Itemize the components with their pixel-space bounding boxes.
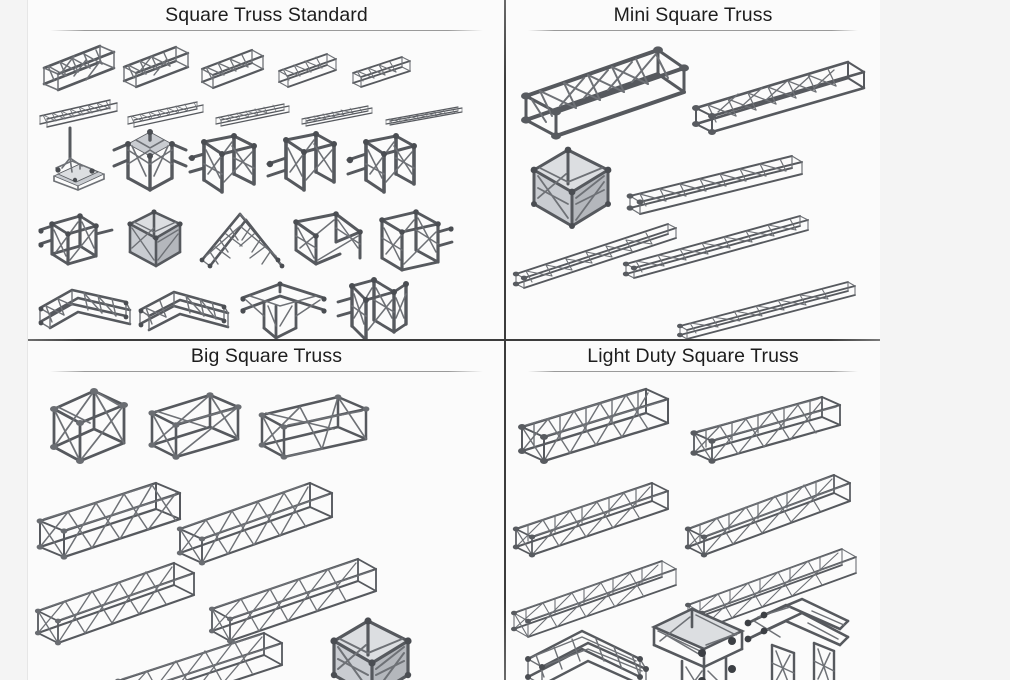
product-thumb[interactable] bbox=[188, 120, 268, 200]
product-thumb[interactable] bbox=[372, 204, 454, 274]
product-thumb[interactable] bbox=[344, 120, 426, 200]
product-thumb[interactable] bbox=[508, 210, 690, 296]
left-panel-edge bbox=[27, 0, 28, 680]
product-thumb[interactable] bbox=[672, 270, 872, 340]
product-thumb[interactable] bbox=[336, 272, 422, 340]
product-thumb[interactable] bbox=[318, 611, 422, 680]
panel-product-stage bbox=[28, 32, 505, 340]
product-thumb[interactable] bbox=[256, 391, 384, 473]
product-thumb[interactable] bbox=[682, 463, 872, 563]
panel-square-truss-standard[interactable]: Square Truss Standard bbox=[28, 0, 505, 340]
panel-title-mini-square-truss: Mini Square Truss bbox=[613, 4, 773, 26]
product-thumb[interactable] bbox=[34, 473, 204, 565]
panel-title-rule bbox=[528, 371, 858, 372]
product-thumb[interactable] bbox=[520, 623, 652, 680]
panel-product-stage bbox=[506, 373, 880, 680]
panel-title-rule bbox=[50, 30, 483, 31]
panel-product-stage bbox=[28, 373, 505, 680]
product-thumb[interactable] bbox=[42, 124, 114, 196]
product-thumb[interactable] bbox=[36, 94, 124, 130]
panel-title-rule bbox=[528, 30, 858, 31]
product-thumb[interactable] bbox=[742, 593, 852, 680]
product-thumb[interactable] bbox=[510, 473, 690, 563]
product-thumb[interactable] bbox=[646, 601, 748, 680]
product-thumb[interactable] bbox=[508, 551, 698, 638]
panel-title-light-duty-square-truss: Light Duty Square Truss bbox=[587, 345, 799, 367]
panel-big-square-truss[interactable]: Big Square Truss bbox=[28, 341, 505, 680]
product-thumb[interactable] bbox=[116, 37, 196, 93]
product-thumb[interactable] bbox=[194, 208, 286, 274]
product-thumb[interactable] bbox=[212, 98, 296, 130]
product-thumb[interactable] bbox=[686, 387, 856, 469]
product-thumb[interactable] bbox=[266, 120, 346, 200]
product-thumb[interactable] bbox=[32, 553, 218, 647]
product-thumb[interactable] bbox=[124, 96, 210, 130]
product-thumb[interactable] bbox=[236, 272, 332, 340]
left-gutter bbox=[0, 0, 28, 680]
panel-mini-square-truss[interactable]: Mini Square Truss bbox=[506, 0, 880, 340]
product-thumb[interactable] bbox=[618, 204, 820, 290]
product-thumb[interactable] bbox=[206, 549, 402, 645]
product-thumb[interactable] bbox=[298, 100, 380, 130]
product-thumb[interactable] bbox=[348, 49, 420, 93]
horizontal-divider bbox=[28, 339, 880, 341]
product-thumb[interactable] bbox=[146, 387, 256, 471]
product-thumb[interactable] bbox=[196, 41, 272, 93]
product-thumb[interactable] bbox=[290, 206, 372, 274]
product-thumb[interactable] bbox=[110, 120, 188, 200]
product-thumb[interactable] bbox=[134, 280, 232, 340]
product-thumb[interactable] bbox=[688, 50, 874, 140]
panel-title-rule bbox=[50, 371, 483, 372]
right-gutter bbox=[880, 0, 1010, 680]
product-thumb[interactable] bbox=[120, 204, 190, 274]
product-thumb[interactable] bbox=[382, 102, 470, 130]
product-thumb[interactable] bbox=[46, 383, 138, 469]
panel-light-duty-square-truss[interactable]: Light Duty Square Truss bbox=[506, 341, 880, 680]
product-thumb[interactable] bbox=[516, 38, 689, 148]
product-thumb[interactable] bbox=[38, 204, 116, 274]
panel-title-square-truss-standard: Square Truss Standard bbox=[165, 4, 368, 26]
product-thumb[interactable] bbox=[624, 146, 814, 222]
product-thumb[interactable] bbox=[520, 142, 622, 238]
product-thumb[interactable] bbox=[174, 473, 358, 569]
product-thumb[interactable] bbox=[112, 625, 308, 680]
product-thumb[interactable] bbox=[514, 379, 682, 473]
product-thumb[interactable] bbox=[34, 278, 134, 340]
product-thumb[interactable] bbox=[34, 34, 120, 94]
panel-product-stage bbox=[506, 32, 880, 340]
panel-title-big-square-truss: Big Square Truss bbox=[190, 345, 343, 367]
product-thumb[interactable] bbox=[274, 46, 346, 92]
